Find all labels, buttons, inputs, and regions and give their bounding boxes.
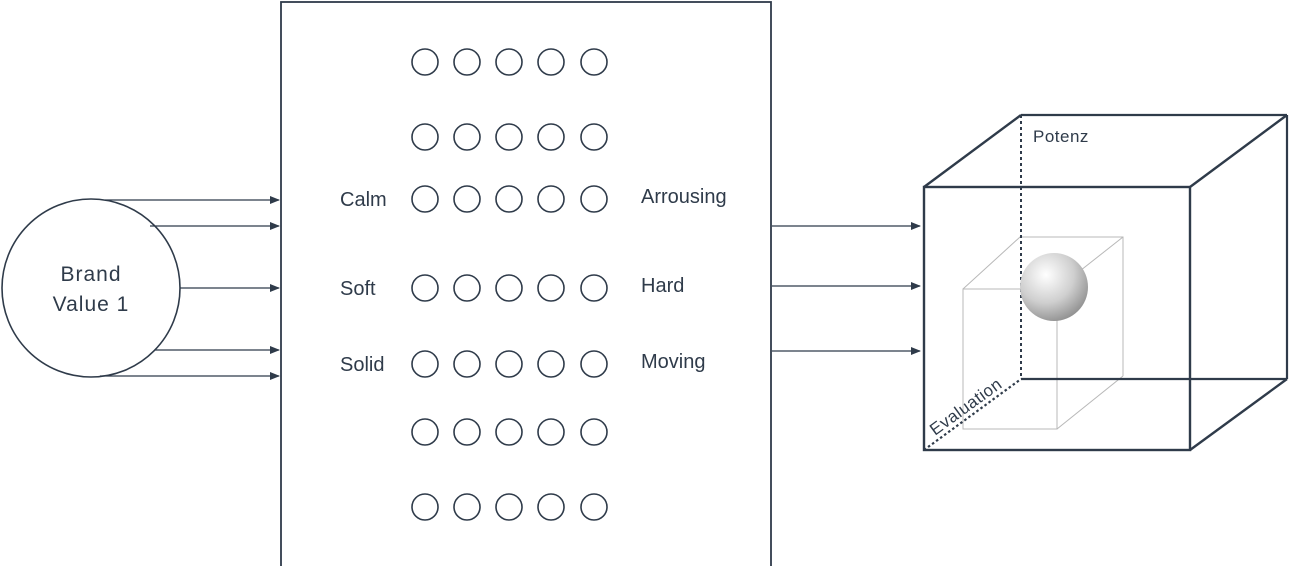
rating-option[interactable] [580, 493, 608, 521]
rating-row: Calm Arrousing [340, 185, 727, 213]
questionnaire-panel [280, 1, 772, 566]
rating-option[interactable] [453, 185, 481, 213]
brand-value-node: Brand Value 1 [1, 198, 181, 378]
rating-option[interactable] [537, 185, 565, 213]
rating-option[interactable] [495, 274, 523, 302]
scale-left-label: Soft [340, 278, 376, 300]
scale-right-label: Moving [641, 351, 705, 373]
rating-option[interactable] [580, 123, 608, 151]
rating-option[interactable] [537, 350, 565, 378]
output-arrows [772, 222, 921, 355]
scale-right-label: Hard [641, 275, 684, 297]
rating-row [411, 123, 608, 151]
scale-left-label: Solid [340, 354, 384, 376]
rating-option[interactable] [537, 418, 565, 446]
rating-option[interactable] [495, 185, 523, 213]
rating-option[interactable] [537, 123, 565, 151]
brand-value-line1: Brand [60, 263, 121, 286]
rating-row: Solid Moving [340, 350, 705, 378]
potenz-axis-label: Potenz [1033, 127, 1089, 146]
rating-option[interactable] [411, 48, 439, 76]
input-arrows [100, 196, 280, 380]
brand-value-line2: Value 1 [53, 293, 130, 316]
rating-option[interactable] [453, 123, 481, 151]
scale-right-label: Arrousing [641, 186, 727, 208]
rating-option[interactable] [453, 48, 481, 76]
rating-option[interactable] [411, 123, 439, 151]
rating-option[interactable] [411, 185, 439, 213]
rating-option[interactable] [495, 48, 523, 76]
rating-option[interactable] [495, 350, 523, 378]
rating-option[interactable] [453, 274, 481, 302]
rating-option[interactable] [453, 350, 481, 378]
rating-option[interactable] [537, 274, 565, 302]
rating-option[interactable] [580, 185, 608, 213]
rating-option[interactable] [537, 48, 565, 76]
rating-option[interactable] [453, 418, 481, 446]
rating-row [411, 493, 608, 521]
rating-option[interactable] [411, 274, 439, 302]
rating-option[interactable] [495, 418, 523, 446]
rating-option[interactable] [580, 48, 608, 76]
rating-option[interactable] [495, 493, 523, 521]
rating-option[interactable] [411, 493, 439, 521]
rating-row [411, 418, 608, 446]
rating-option[interactable] [495, 123, 523, 151]
rating-option[interactable] [411, 418, 439, 446]
rating-option[interactable] [411, 350, 439, 378]
brand-position-sphere [1020, 253, 1088, 321]
scale-left-label: Calm [340, 189, 387, 211]
rating-row: Soft Hard [340, 274, 684, 302]
rating-row [411, 48, 608, 76]
evaluation-axis [923, 378, 1022, 451]
semantic-space-cube: Potenz Evaluation [922, 113, 1289, 452]
rating-option[interactable] [537, 493, 565, 521]
rating-option[interactable] [580, 274, 608, 302]
rating-option[interactable] [580, 418, 608, 446]
rating-option[interactable] [580, 350, 608, 378]
rating-option[interactable] [453, 493, 481, 521]
